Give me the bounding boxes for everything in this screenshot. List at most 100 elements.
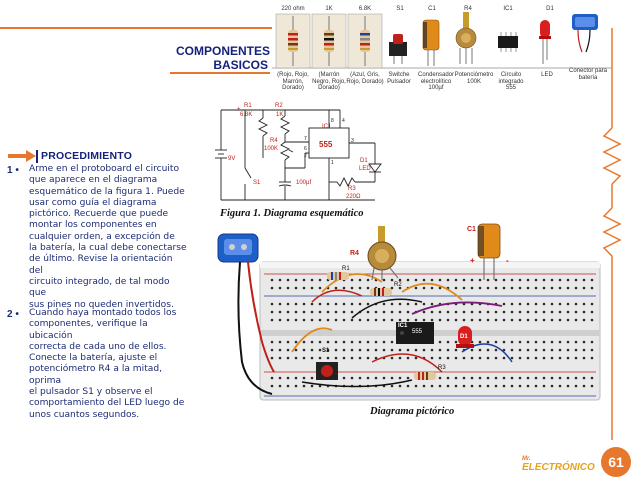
breadboard-hole (446, 356, 450, 360)
breadboard-hole (390, 302, 394, 306)
resistor-r2-icon (370, 288, 392, 296)
breadboard-hole (462, 318, 466, 322)
breadboard-hole (470, 286, 474, 290)
schematic-pin1: 1 (331, 160, 334, 166)
breadboard-hole (574, 376, 578, 380)
breadboard-hole (430, 286, 434, 290)
breadboard-hole (582, 376, 586, 380)
schematic-pin6: 6 (304, 146, 307, 152)
breadboard-hole (574, 348, 578, 352)
breadboard-hole (478, 376, 482, 380)
breadboard-hole (454, 318, 458, 322)
breadboard-hole (406, 376, 410, 380)
text-line: de último. Revise la orientación del (29, 254, 173, 276)
breadboard-hole (574, 384, 578, 388)
breadboard-hole (542, 286, 546, 290)
component-label: Circuito integrado 555 (498, 72, 524, 91)
breadboard-hole (510, 278, 514, 282)
schematic-ic-number: 555 (319, 140, 333, 149)
breadboard-hole (518, 302, 522, 306)
step-2-bullet: 2 • (7, 309, 19, 320)
breadboard-hole (542, 384, 546, 388)
resistor-r1-icon (327, 272, 349, 280)
text-line: potenciómetro R4 a la mitad, oprima (29, 364, 162, 386)
breadboard-hole (342, 340, 346, 344)
breadboard-hole (510, 318, 514, 322)
text-line: esquemático de la figura 1. Puede (29, 186, 185, 197)
schematic-r2-value: 1K (276, 112, 284, 118)
breadboard-hole (582, 340, 586, 344)
pictorial-r2-label: R2 (394, 282, 402, 288)
breadboard-hole (270, 348, 274, 352)
breadboard-hole (294, 286, 298, 290)
breadboard-hole (350, 340, 354, 344)
breadboard-hole (278, 348, 282, 352)
step-1-text: Arme en el protoboard el circuito que ap… (29, 164, 187, 311)
breadboard-hole (438, 318, 442, 322)
breadboard-hole (550, 318, 554, 322)
breadboard-hole (518, 340, 522, 344)
breadboard-hole (326, 356, 330, 360)
pictorial-r4-label: R4 (350, 250, 359, 257)
breadboard-hole (502, 286, 506, 290)
breadboard-hole (454, 356, 458, 360)
breadboard-hole (310, 340, 314, 344)
breadboard-hole (294, 376, 298, 380)
component-top-label: C1 (428, 6, 436, 12)
breadboard-hole (350, 302, 354, 306)
breadboard-hole (366, 310, 370, 314)
schematic-pin4: 4 (342, 118, 345, 124)
text-line: sus pines no queden invertidos. (29, 299, 174, 310)
breadboard-hole (478, 356, 482, 360)
breadboard-hole (286, 286, 290, 290)
breadboard-hole (342, 318, 346, 322)
breadboard-hole (302, 356, 306, 360)
breadboard-hole (390, 376, 394, 380)
schematic-pin7: 7 (304, 136, 307, 142)
breadboard-hole (358, 356, 362, 360)
breadboard-hole (390, 356, 394, 360)
breadboard-hole (334, 302, 338, 306)
breadboard-hole (422, 318, 426, 322)
schematic-pin2: 2 (304, 153, 307, 159)
breadboard-hole (430, 302, 434, 306)
side-decoration (602, 28, 622, 440)
component-label: (Marrón Negro, Rojo, Dorado) (312, 72, 346, 91)
breadboard-hole (590, 376, 594, 380)
breadboard-hole (382, 310, 386, 314)
breadboard-hole (462, 286, 466, 290)
breadboard-hole (566, 384, 570, 388)
led-icon (456, 326, 474, 348)
breadboard-hole (590, 302, 594, 306)
component-label: LED (541, 72, 553, 78)
resistor-220-icon (275, 13, 311, 69)
breadboard-hole (478, 384, 482, 388)
component-top-label: R4 (464, 6, 472, 12)
pushbutton-icon (316, 362, 338, 380)
text-line: la batería, la cual debe conectarse (29, 243, 187, 254)
breadboard-hole (270, 376, 274, 380)
breadboard-hole (478, 286, 482, 290)
breadboard-hole (366, 286, 370, 290)
breadboard-hole (278, 310, 282, 314)
pictorial-s1-label: S1 (322, 348, 330, 354)
breadboard-hole (590, 286, 594, 290)
breadboard-hole (534, 356, 538, 360)
breadboard-hole (486, 318, 490, 322)
breadboard-hole (558, 302, 562, 306)
breadboard-hole (358, 278, 362, 282)
page-number: 61 (601, 447, 631, 477)
breadboard-hole (502, 310, 506, 314)
breadboard-hole (278, 302, 282, 306)
breadboard-hole (406, 318, 410, 322)
breadboard-hole (454, 348, 458, 352)
components-title-line1: COMPONENTES (176, 44, 271, 58)
breadboard-hole (590, 278, 594, 282)
breadboard-hole (510, 356, 514, 360)
pictorial-plus-label: + (470, 256, 475, 265)
breadboard-hole (382, 340, 386, 344)
breadboard-hole (438, 356, 442, 360)
breadboard-hole (582, 286, 586, 290)
breadboard-hole (494, 286, 498, 290)
breadboard-hole (534, 318, 538, 322)
